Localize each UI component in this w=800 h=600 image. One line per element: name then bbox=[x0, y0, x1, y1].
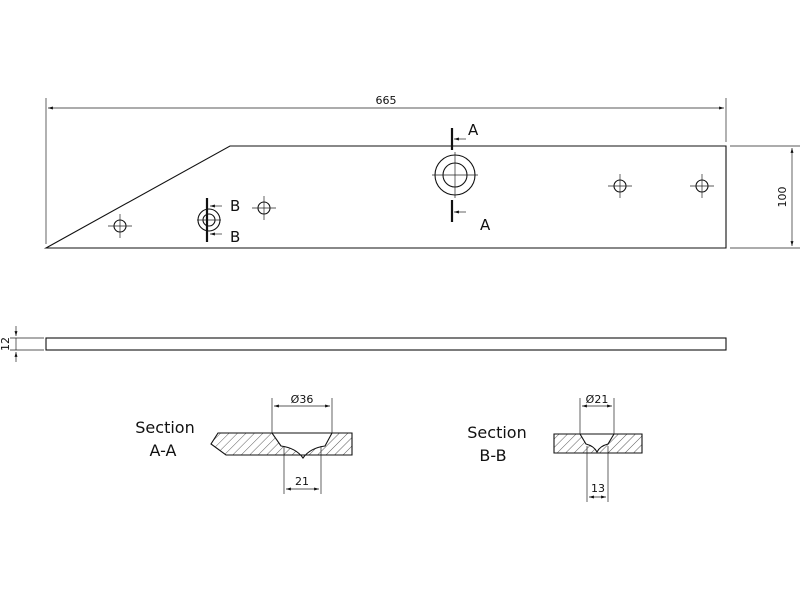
dimension-hole-b-dia-label: Ø21 bbox=[586, 393, 609, 406]
dimension-hole-b-depth-label: 13 bbox=[591, 482, 605, 495]
section-b-title-line2: B-B bbox=[479, 446, 506, 465]
dimension-length: 665 bbox=[45, 94, 727, 244]
blade-side-outline bbox=[45, 337, 727, 351]
hole-1 bbox=[108, 214, 132, 238]
blade-outline bbox=[43, 145, 727, 249]
cut-label-b-bottom: B bbox=[230, 228, 240, 246]
dimension-height: 100 bbox=[730, 145, 800, 249]
side-view: 12 bbox=[0, 326, 727, 362]
dimension-height-label: 100 bbox=[776, 187, 789, 208]
hole-2 bbox=[252, 196, 276, 220]
section-a-title-line1: Section bbox=[135, 418, 194, 437]
cut-label-a-bottom: A bbox=[480, 216, 491, 234]
section-b-title-line1: Section bbox=[467, 423, 526, 442]
section-a-title-line2: A-A bbox=[150, 441, 177, 460]
section-cut-a: A A bbox=[450, 121, 491, 234]
top-view: A A B B 665 100 bbox=[43, 94, 800, 249]
cut-label-a-top: A bbox=[468, 121, 479, 139]
section-b-b: Section B-B Ø21 13 bbox=[467, 393, 643, 502]
dimension-hole-a-dia-label: Ø36 bbox=[291, 393, 314, 406]
section-a-a: Section A-A Ø36 21 bbox=[135, 393, 353, 494]
cut-label-b-top: B bbox=[230, 197, 240, 215]
section-a-hatched-body bbox=[210, 432, 353, 459]
hole-3 bbox=[608, 174, 632, 198]
section-cut-b: B B bbox=[205, 197, 240, 246]
dimension-length-label: 665 bbox=[376, 94, 397, 107]
dimension-hole-a-depth-label: 21 bbox=[295, 475, 309, 488]
dimension-hole-b-dia: Ø21 bbox=[579, 393, 615, 434]
countersunk-hole-b bbox=[197, 208, 221, 232]
hole-4 bbox=[690, 174, 714, 198]
dimension-thickness: 12 bbox=[0, 326, 44, 362]
section-b-hatched-body bbox=[553, 433, 643, 454]
dimension-hole-b-depth: 13 bbox=[586, 446, 609, 502]
dimension-thickness-label: 12 bbox=[0, 337, 12, 351]
dimension-hole-a-depth: 21 bbox=[283, 446, 322, 494]
countersunk-hole-a bbox=[432, 152, 478, 198]
dimension-hole-a-dia: Ø36 bbox=[271, 393, 333, 433]
